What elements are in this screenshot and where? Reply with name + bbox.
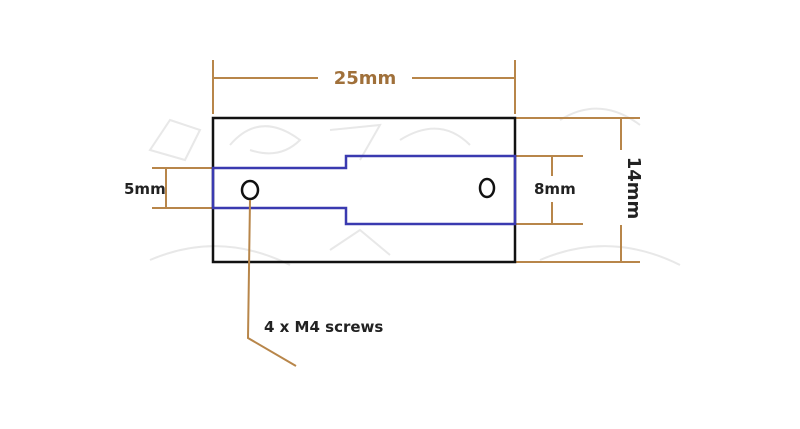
- slot-5mm-label: 5mm: [124, 180, 166, 198]
- screw-leader-line: [246, 199, 297, 367]
- stepped-slot: [211, 154, 517, 226]
- width-label: 25mm: [334, 68, 397, 89]
- screw-hole-right: [478, 177, 496, 199]
- height-dimension: [515, 117, 640, 263]
- width-dimension: [212, 60, 516, 114]
- screw-label: 4 x M4 screws: [264, 318, 383, 336]
- slot-8mm-dimension: [515, 155, 583, 225]
- watermark: [148, 107, 681, 266]
- height-label: 14mm: [623, 157, 644, 220]
- screw-hole-left: [240, 179, 260, 201]
- slot-8mm-label: 8mm: [534, 180, 576, 198]
- slot-5mm-dimension: [152, 167, 213, 209]
